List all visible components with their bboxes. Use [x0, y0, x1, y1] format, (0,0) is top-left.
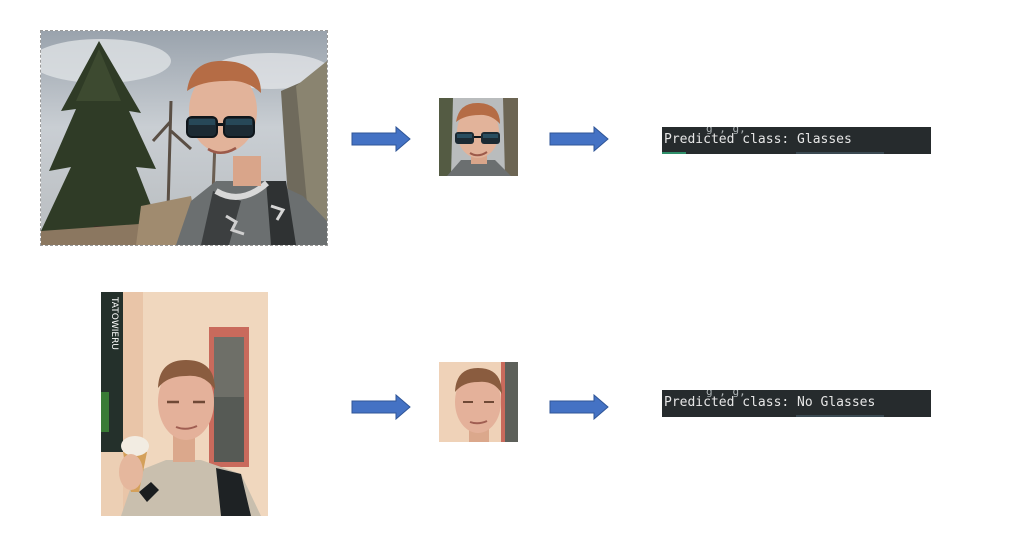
shop-sign-text: TATOWIERU [109, 296, 119, 350]
prediction-text: Predicted class: Glasses [664, 132, 852, 147]
arrow-right-icon [351, 126, 411, 152]
prediction-output-1: g , g, Predicted class: Glasses [662, 127, 931, 154]
clipped-previous-line: g , g, [706, 127, 746, 135]
arrow-right-icon [549, 394, 609, 420]
underline-marker [796, 152, 884, 154]
face-crop-1 [439, 98, 518, 176]
face-crop-2 [439, 362, 518, 442]
input-photo-1 [40, 30, 328, 246]
arrow-right-icon [351, 394, 411, 420]
underline-marker [796, 415, 884, 417]
prediction-output-2: g , g, Predicted class: No Glasses [662, 390, 931, 417]
input-photo-2: TATOWIERU [101, 292, 268, 516]
prediction-text: Predicted class: No Glasses [664, 395, 876, 410]
clipped-previous-line: g , g, [706, 390, 746, 398]
underline-marker [662, 152, 686, 154]
arrow-right-icon [549, 126, 609, 152]
